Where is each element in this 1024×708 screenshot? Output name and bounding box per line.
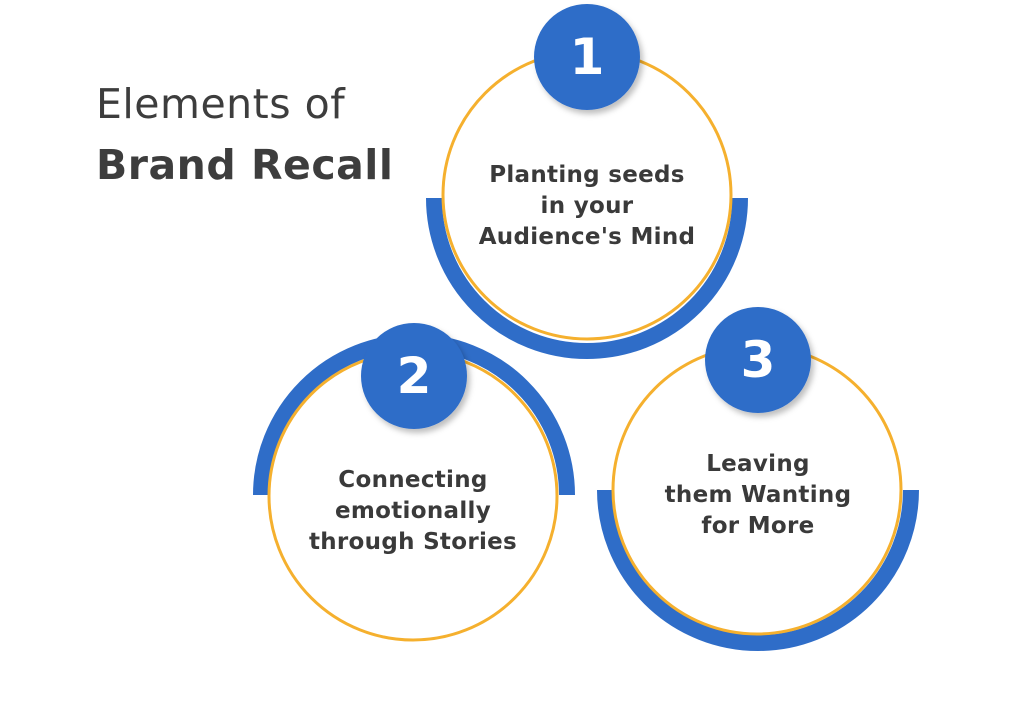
element-3-blue-arc: [597, 489, 919, 651]
element-1-label-line: Audience's Mind: [478, 224, 696, 250]
element-1-number: 1: [569, 28, 605, 86]
element-1-label-line: in your: [540, 193, 634, 219]
element-3-number: 3: [740, 331, 776, 389]
element-2-label-line: emotionally: [334, 498, 491, 524]
element-3-label-line: Leaving: [706, 451, 810, 477]
element-3-label-line: for More: [701, 513, 815, 539]
element-2-label-line: through Stories: [308, 529, 518, 555]
element-3-label-line: them Wanting: [664, 482, 852, 508]
element-1-blue-arc: [426, 197, 748, 359]
title-line-2: Brand Recall: [96, 141, 394, 189]
element-2: [253, 323, 575, 642]
element-2-label: Connecting emotionally through Stories: [283, 465, 543, 558]
element-1: [426, 4, 748, 359]
element-2-label-line: Connecting: [338, 467, 488, 493]
element-2-number: 2: [396, 347, 432, 405]
element-3: [597, 307, 919, 651]
element-2-badge: [361, 323, 467, 429]
element-1-badge: [534, 4, 640, 110]
title-line-1: Elements of: [96, 80, 346, 128]
element-3-label: Leaving them Wanting for More: [628, 449, 888, 542]
element-1-label-line: Planting seeds: [489, 162, 685, 188]
element-3-badge: [705, 307, 811, 413]
element-1-label: Planting seeds in your Audience's Mind: [457, 160, 717, 253]
